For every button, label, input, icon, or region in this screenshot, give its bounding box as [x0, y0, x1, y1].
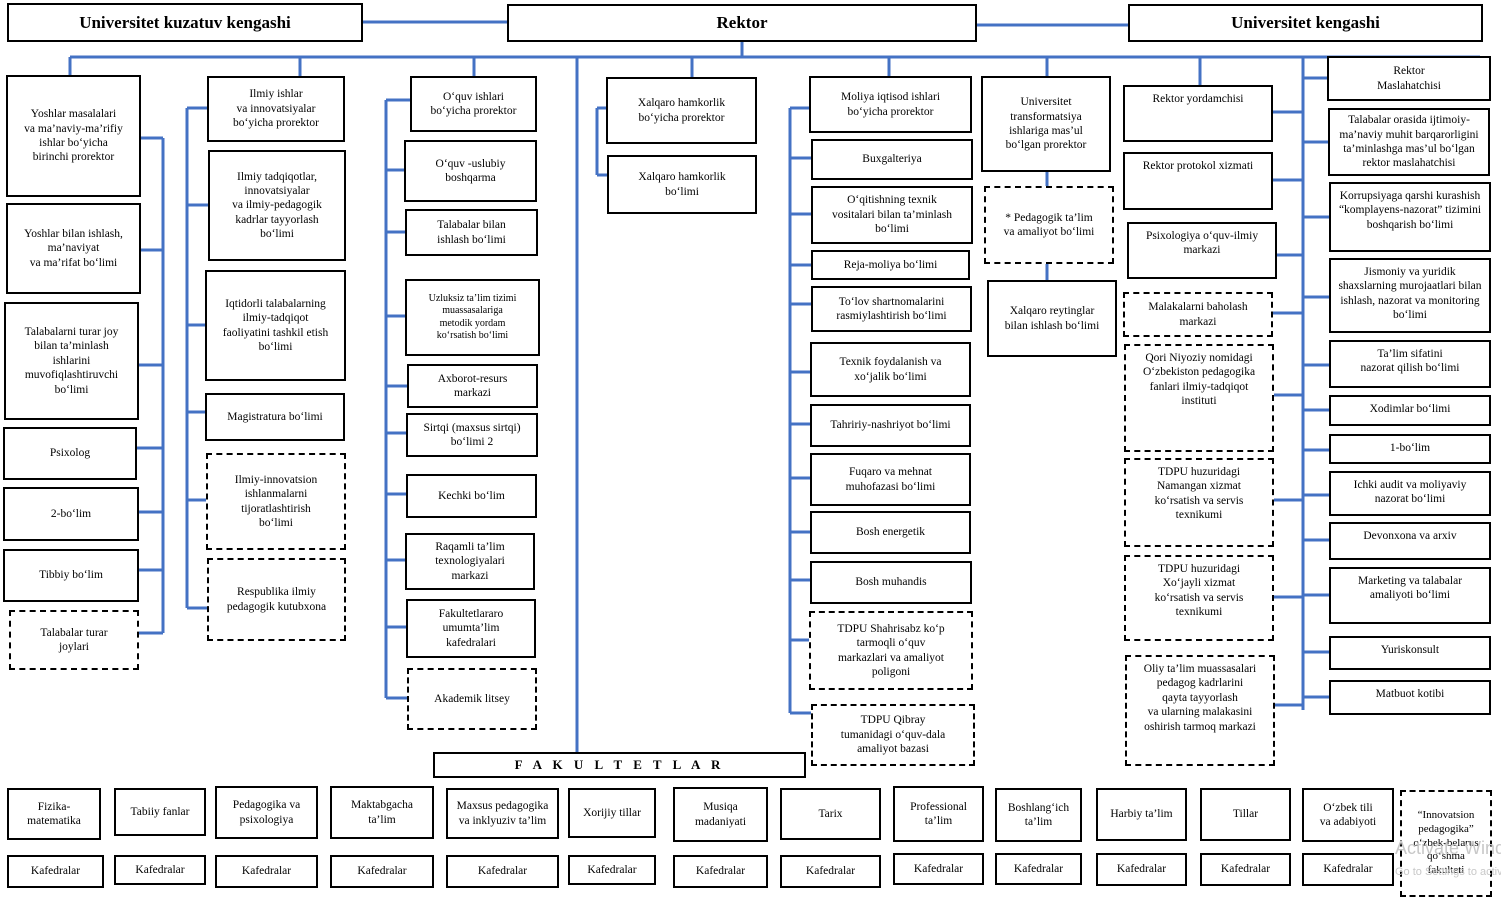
- col4-unit: Xalqaro hamkorlik bo‘limi: [607, 155, 757, 214]
- rector-box: Rektor: [507, 4, 977, 42]
- col5-unit: Buxgalteriya: [811, 139, 973, 180]
- col2-unit: Magistratura bo‘limi: [205, 393, 345, 441]
- col8-unit: Xodimlar bo‘limi: [1329, 395, 1491, 426]
- col2-unit: Ilmiy-innovatsion ishlanmalarni tijoratl…: [206, 453, 346, 550]
- col2-unit: Respublika ilmiy pedagogik kutubxona: [207, 558, 346, 641]
- col5-unit: Bosh energetik: [810, 511, 971, 554]
- col1-unit: Psixolog: [3, 427, 137, 480]
- col3-unit: O‘quv -uslubiy boshqarma: [404, 140, 537, 202]
- col2-unit: Ilmiy ishlar va innovatsiyalar bo‘yicha …: [207, 76, 345, 142]
- col7-unit: Rektor yordamchisi: [1123, 85, 1273, 142]
- col5-unit: Reja-moliya bo‘limi: [811, 250, 970, 280]
- col8-unit: 1-bo‘lim: [1329, 434, 1491, 464]
- col5-unit: TDPU Qibray tumanidagi o‘quv-dala amaliy…: [811, 704, 975, 766]
- col1-unit: Tibbiy bo‘lim: [3, 549, 139, 602]
- kafedra-box: Kafedralar: [446, 855, 559, 888]
- col1-unit: Yoshlar bilan ishlash, ma’naviyat va ma’…: [6, 203, 141, 294]
- kafedra-box: Kafedralar: [1200, 853, 1291, 886]
- col6-unit: * Pedagogik ta’lim va amaliyot bo‘limi: [984, 186, 1114, 264]
- supervisory-board-box: Universitet kuzatuv kengashi: [7, 3, 363, 42]
- col2-unit: Ilmiy tadqiqotlar, innovatsiyalar va ilm…: [208, 150, 346, 261]
- col3-unit: Akademik litsey: [407, 668, 537, 730]
- faculty-box: Maktabgacha ta’lim: [330, 786, 434, 839]
- col6-unit: Xalqaro reytinglar bilan ishlash bo‘limi: [987, 280, 1117, 357]
- kafedra-box: Kafedralar: [215, 855, 318, 888]
- faculty-box: Tillar: [1200, 788, 1291, 841]
- col3-unit: Kechki bo‘lim: [406, 474, 537, 518]
- faculty-box: Professional ta’lim: [893, 786, 984, 842]
- col8-unit: Jismoniy va yuridik shaxslarning murojaa…: [1329, 258, 1491, 333]
- faculty-box: Harbiy ta’lim: [1096, 788, 1187, 841]
- kafedra-box: Kafedralar: [893, 853, 984, 885]
- col3-unit: Sirtqi (maxsus sirtqi) bo‘limi 2: [406, 413, 538, 457]
- watermark-subtitle: Go to Settings to activate Windows.: [1395, 866, 1501, 878]
- col3-unit: Fakultetlararo umumta’lim kafedralari: [406, 599, 536, 658]
- col8-unit: Ichki audit va moliyaviy nazorat bo‘limi: [1329, 471, 1491, 516]
- col7-unit: Qori Niyoziy nomidagi O‘zbekiston pedago…: [1124, 344, 1274, 452]
- col8-unit: Korrupsiyaga qarshi kurashish “komplayen…: [1329, 182, 1491, 252]
- kafedra-box: Kafedralar: [673, 855, 768, 888]
- col1-unit: Talabalar turar joylari: [9, 610, 139, 670]
- col5-unit: Fuqaro va mehnat muhofazasi bo‘limi: [810, 453, 971, 506]
- faculty-box: Boshlang‘ich ta’lim: [995, 788, 1082, 842]
- col7-unit: TDPU huzuridagi Xo‘jayli xizmat ko‘rsati…: [1124, 555, 1274, 641]
- faculty-box: Pedagogika va psixologiya: [215, 786, 318, 839]
- col8-unit: Talabalar orasida ijtimoiy- ma’naviy muh…: [1328, 108, 1490, 176]
- col5-unit: Texnik foydalanish va xo‘jalik bo‘limi: [810, 342, 971, 397]
- col3-unit: Axborot-resurs markazi: [407, 364, 538, 408]
- faculty-box: “Innovatsion pedagogika” o‘zbek-belarus …: [1400, 790, 1492, 897]
- faculty-box: Tabiiy fanlar: [114, 788, 206, 836]
- col5-unit: Bosh muhandis: [810, 561, 972, 604]
- kafedra-box: Kafedralar: [330, 855, 434, 888]
- kafedra-box: Kafedralar: [995, 853, 1082, 885]
- col1-unit: 2-bo‘lim: [3, 487, 139, 541]
- faculty-box: Fizika- matematika: [7, 788, 101, 840]
- col8-unit: Yuriskonsult: [1329, 636, 1491, 670]
- col5-unit: To‘lov shartnomalarini rasmiylashtirish …: [811, 286, 972, 332]
- col3-unit: O‘quv ishlari bo‘yicha prorektor: [410, 76, 537, 132]
- col1-unit: Yoshlar masalalari va ma’naviy-ma’rifiy …: [6, 75, 141, 197]
- col8-unit: Devonxona va arxiv: [1329, 522, 1491, 560]
- col5-unit: O‘qitishning texnik vositalari bilan ta’…: [811, 186, 973, 244]
- kafedra-box: Kafedralar: [7, 855, 104, 888]
- university-council-box: Universitet kengashi: [1128, 4, 1483, 42]
- col8-unit: Rektor Maslahatchisi: [1327, 56, 1491, 101]
- col6-unit: Universitet transformatsiya ishlariga ma…: [981, 76, 1111, 172]
- kafedra-box: Kafedralar: [780, 855, 881, 888]
- col2-unit: Iqtidorli talabalarning ilmiy-tadqiqot f…: [205, 270, 346, 381]
- col3-unit: Raqamli ta’lim texnologiyalari markazi: [405, 533, 535, 590]
- col7-unit: Rektor protokol xizmati: [1123, 152, 1273, 210]
- watermark-title: Activate Windows: [1395, 838, 1501, 858]
- col8-unit: Ta’lim sifatini nazorat qilish bo‘limi: [1329, 340, 1491, 388]
- kafedra-box: Kafedralar: [1302, 853, 1394, 886]
- faculty-box: Tarix: [780, 788, 881, 840]
- col8-unit: Matbuot kotibi: [1329, 680, 1491, 715]
- col8-unit: Marketing va talabalar amaliyoti bo‘limi: [1329, 567, 1491, 624]
- col3-unit: Uzluksiz ta’lim tizimi muassasalariga me…: [405, 279, 540, 356]
- col3-unit: Talabalar bilan ishlash bo‘limi: [405, 209, 538, 256]
- faculty-box: Xorijiy tillar: [568, 788, 656, 838]
- kafedra-box: Kafedralar: [1096, 853, 1187, 886]
- kafedra-box: Kafedralar: [568, 855, 656, 885]
- col7-unit: TDPU huzuridagi Namangan xizmat ko‘rsati…: [1124, 458, 1274, 547]
- faculty-box: Maxsus pedagogika va inklyuziv ta’lim: [446, 788, 559, 839]
- col7-unit: Oliy ta’lim muassasalari pedagog kadrlar…: [1125, 655, 1275, 766]
- faculties-title: F A K U L T E T L A R: [433, 752, 806, 778]
- col7-unit: Psixologiya o‘quv-ilmiy markazi: [1127, 222, 1277, 279]
- col4-unit: Xalqaro hamkorlik bo‘yicha prorektor: [606, 77, 757, 144]
- faculty-box: O‘zbek tili va adabiyoti: [1302, 788, 1394, 842]
- kafedra-box: Kafedralar: [114, 855, 206, 885]
- col1-unit: Talabalarni turar joy bilan ta’minlash i…: [4, 302, 139, 420]
- col5-unit: TDPU Shahrisabz ko‘p tarmoqli o‘quv mark…: [809, 611, 973, 690]
- col5-unit: Tahririy-nashriyot bo‘limi: [810, 404, 971, 447]
- col7-unit: Malakalarni baholash markazi: [1123, 292, 1273, 337]
- faculty-box: Musiqa madaniyati: [673, 787, 768, 842]
- col5-unit: Moliya iqtisod ishlari bo‘yicha prorekto…: [809, 76, 972, 133]
